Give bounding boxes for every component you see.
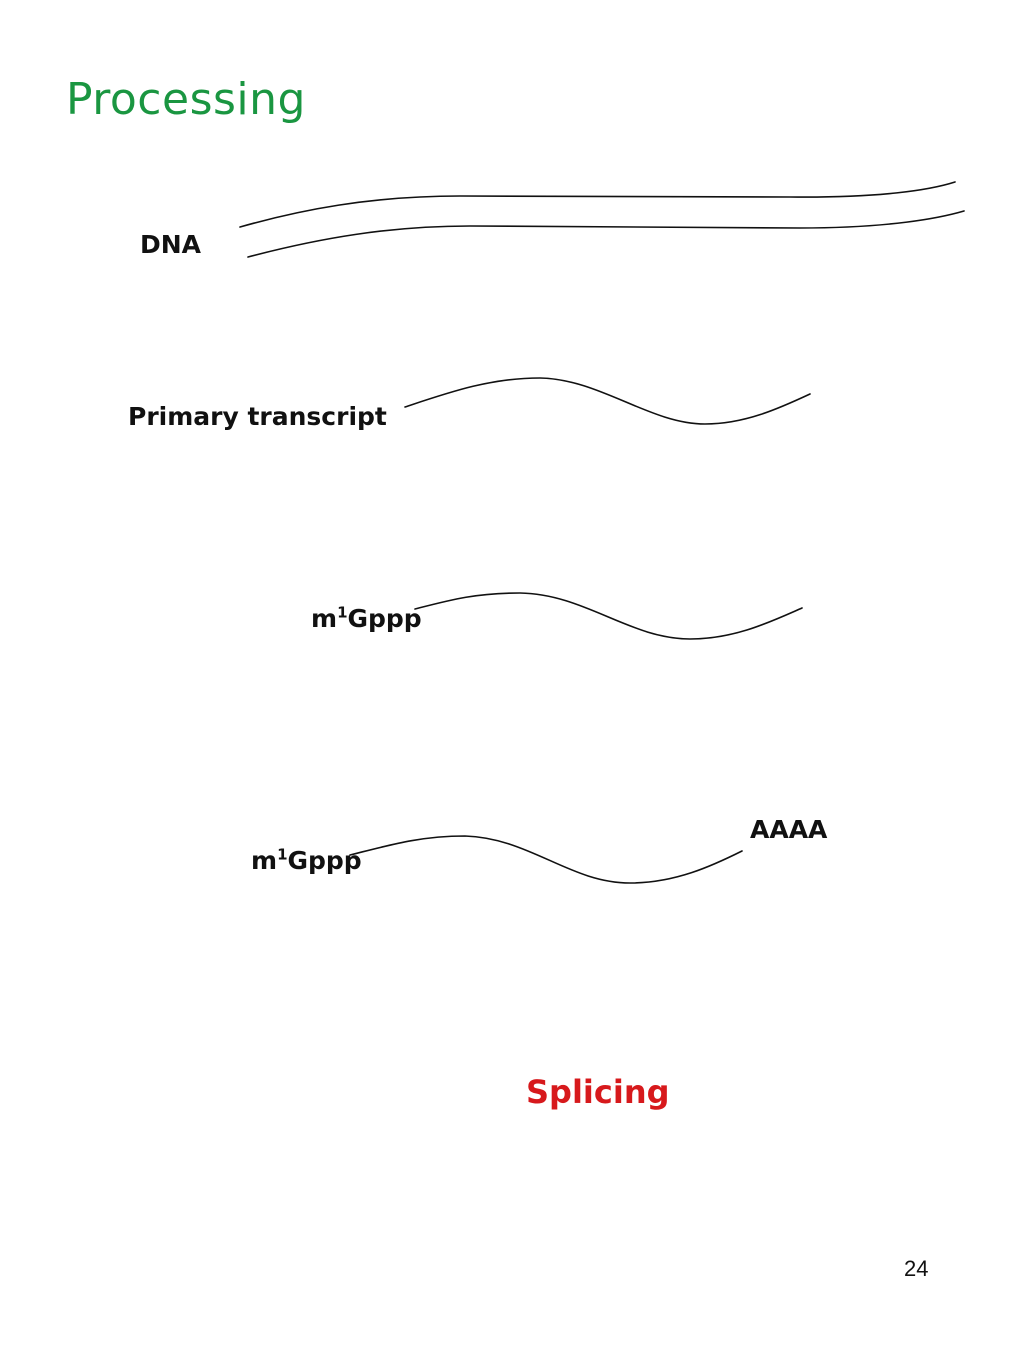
primary-transcript-strand <box>404 377 811 425</box>
cap-suffix-text: Gppp <box>287 846 362 875</box>
primary-transcript-label: Primary transcript <box>128 402 387 431</box>
dna-label: DNA <box>140 230 202 259</box>
cap-superscript-text: 1 <box>277 845 288 864</box>
capped-polyadenylated-transcript-strand <box>349 835 743 884</box>
page-number: 24 <box>904 1256 929 1281</box>
cap-suffix-text: Gppp <box>347 604 422 633</box>
dna-strand-top <box>239 181 956 228</box>
dna-strand-bottom <box>247 210 965 258</box>
polya-tail-label: AAAA <box>750 815 828 844</box>
cap-superscript-text: 1 <box>337 603 348 622</box>
cap-base-text: m <box>251 846 278 875</box>
cap-base-text: m <box>311 604 338 633</box>
slide-title: Processing <box>66 74 306 125</box>
splicing-label: Splicing <box>526 1073 670 1111</box>
cap-label-2: m1Gppp <box>251 845 362 877</box>
cap-label-1: m1Gppp <box>311 603 422 635</box>
capped-transcript-strand <box>414 592 803 640</box>
